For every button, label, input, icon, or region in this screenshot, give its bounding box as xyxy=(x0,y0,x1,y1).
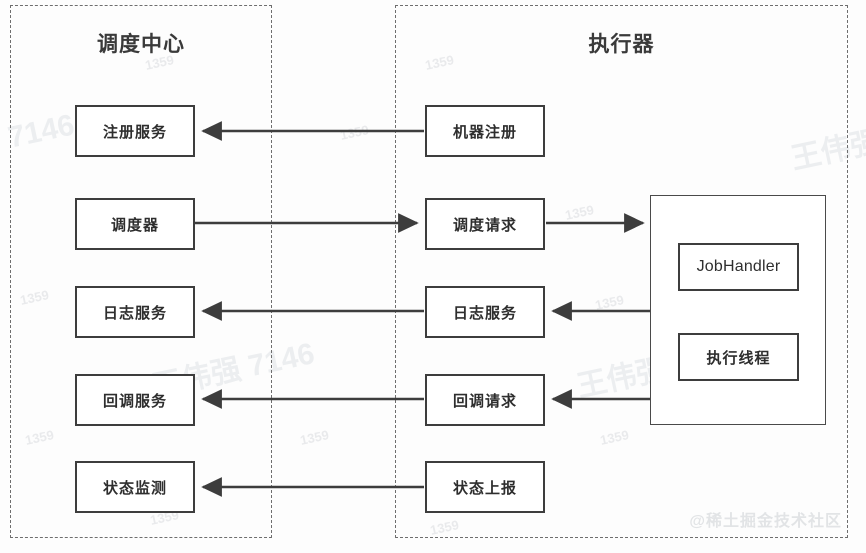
node-scheduler[interactable]: 调度器 xyxy=(75,198,195,250)
region-executor xyxy=(395,5,848,538)
node-job-handler[interactable]: JobHandler xyxy=(678,243,799,291)
node-register-service[interactable]: 注册服务 xyxy=(75,105,195,157)
region-scheduler-center xyxy=(10,5,272,538)
node-callback-service[interactable]: 回调服务 xyxy=(75,374,195,426)
node-callback-request[interactable]: 回调请求 xyxy=(425,374,545,426)
node-status-monitor[interactable]: 状态监测 xyxy=(75,461,195,513)
node-schedule-request[interactable]: 调度请求 xyxy=(425,198,545,250)
node-log-service-exec[interactable]: 日志服务 xyxy=(425,286,545,338)
brand-watermark: @稀土掘金技术社区 xyxy=(689,513,842,530)
container-executor-runtime xyxy=(650,195,826,425)
node-machine-register[interactable]: 机器注册 xyxy=(425,105,545,157)
node-status-report[interactable]: 状态上报 xyxy=(425,461,545,513)
region-title-scheduler-center: 调度中心 xyxy=(97,33,185,56)
node-log-service[interactable]: 日志服务 xyxy=(75,286,195,338)
region-title-executor: 执行器 xyxy=(588,33,655,56)
node-worker-thread[interactable]: 执行线程 xyxy=(678,333,799,381)
